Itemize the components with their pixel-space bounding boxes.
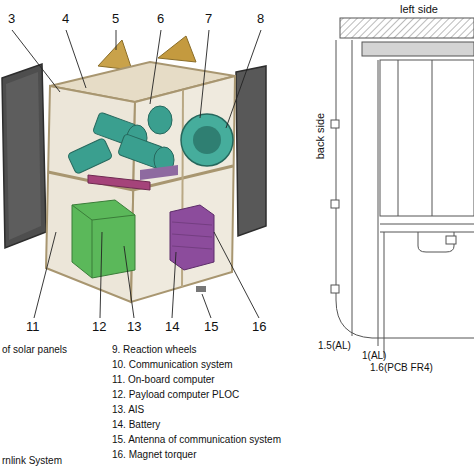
side-label: back side bbox=[314, 113, 326, 159]
key-item: 13. AIS bbox=[112, 404, 144, 415]
callout-number: 11 bbox=[26, 320, 40, 334]
key-item: 16. Magnet torquer bbox=[112, 449, 197, 460]
key-item: 12. Payload computer PLOC bbox=[112, 389, 239, 400]
dimension-label: 1.5(AL) bbox=[318, 340, 351, 351]
key-item: rnlink System bbox=[2, 455, 62, 466]
callout-number: 5 bbox=[112, 12, 119, 26]
callout-number: 4 bbox=[62, 12, 69, 26]
callout-number: 12 bbox=[92, 320, 106, 334]
key-item: 15. Antenna of communication system bbox=[112, 434, 281, 445]
callout-number: 3 bbox=[8, 12, 15, 26]
dimension-label: 1.6(PCB FR4) bbox=[370, 362, 433, 373]
callout-number: 6 bbox=[157, 12, 164, 26]
callout-number: 13 bbox=[127, 320, 141, 334]
callout-number: 8 bbox=[257, 12, 264, 26]
callout-number: 7 bbox=[205, 12, 212, 26]
callout-number: 16 bbox=[252, 320, 266, 334]
key-item: of solar panels bbox=[2, 344, 67, 355]
callout-number: 15 bbox=[204, 320, 218, 334]
dimension-label: 1(AL) bbox=[362, 350, 386, 361]
key-item: 11. On-board computer bbox=[112, 374, 215, 385]
key-item: 10. Communication system bbox=[112, 359, 233, 370]
key-item: 14. Battery bbox=[112, 419, 160, 430]
side-label: left side bbox=[400, 3, 438, 15]
callout-number: 14 bbox=[165, 320, 179, 334]
key-item: 9. Reaction wheels bbox=[112, 344, 197, 355]
